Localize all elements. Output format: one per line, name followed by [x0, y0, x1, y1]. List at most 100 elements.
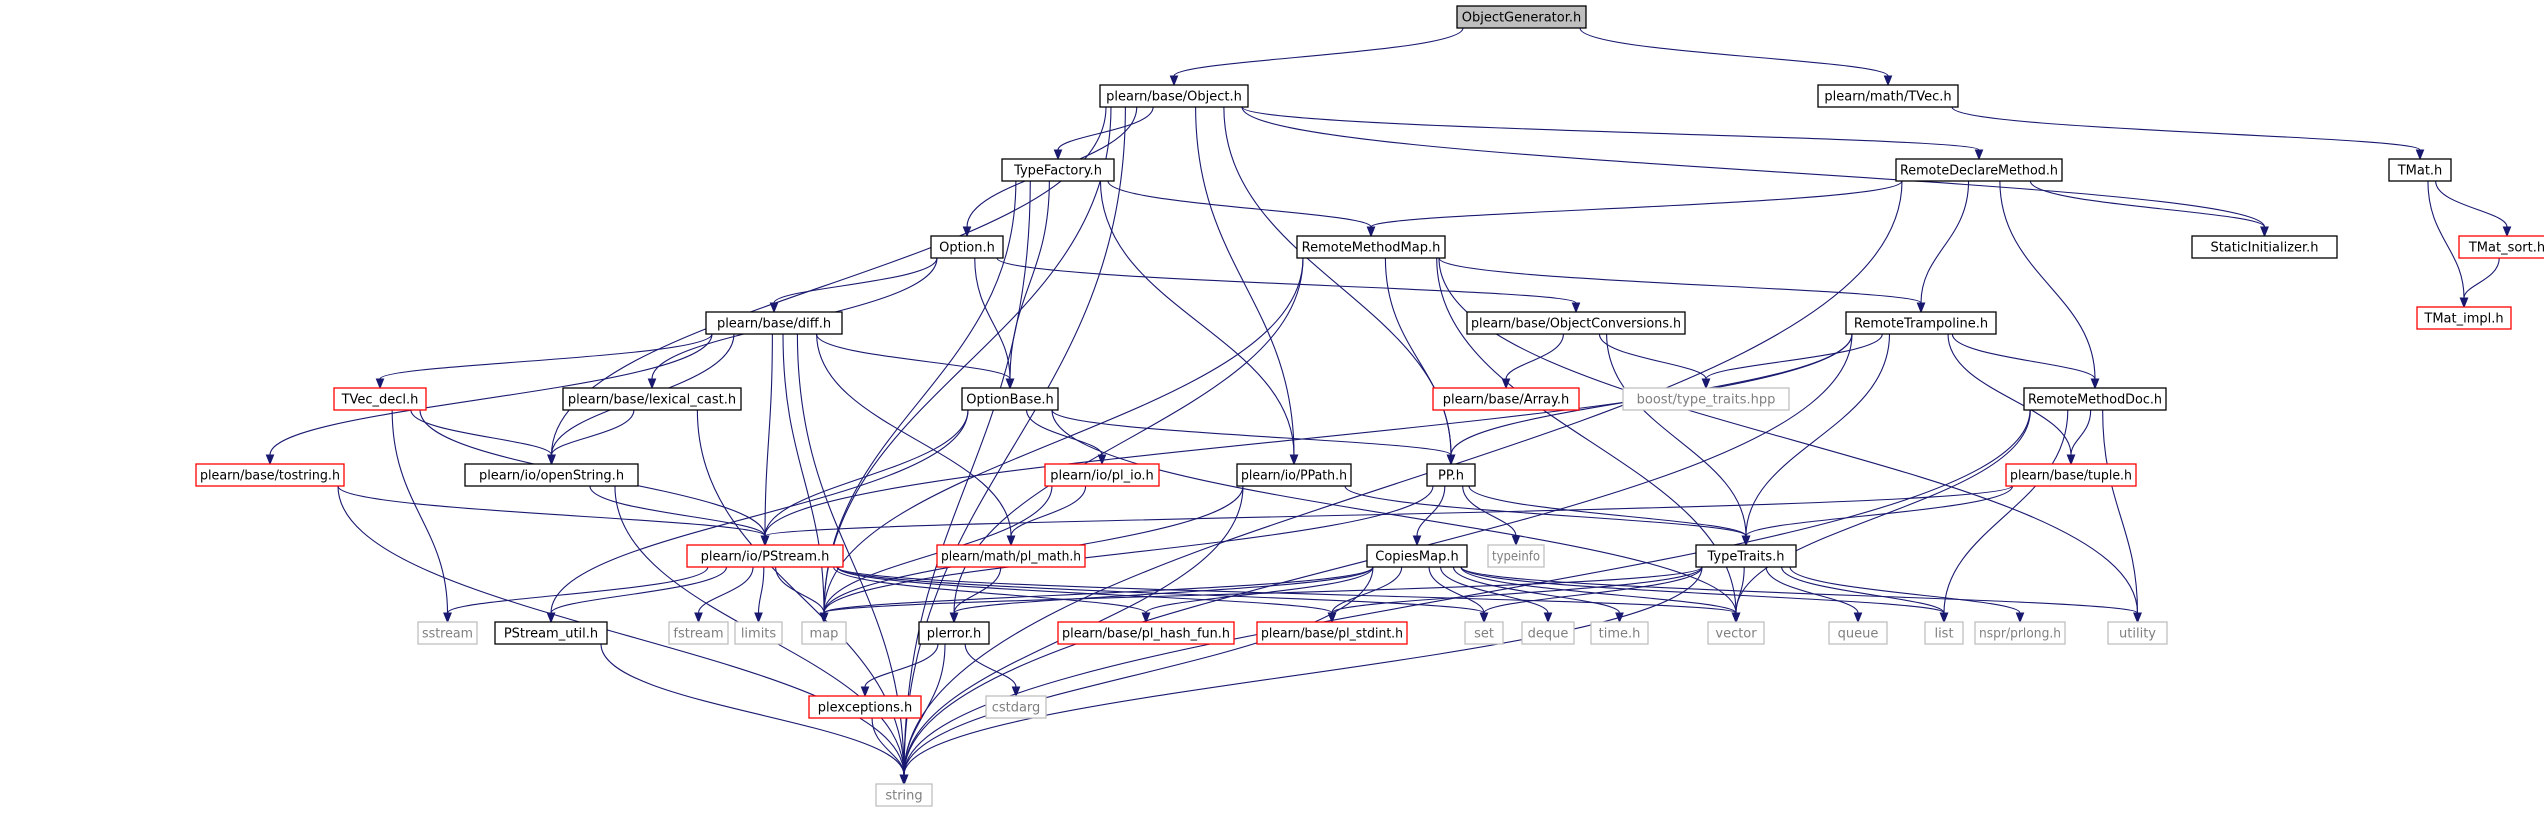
node-TVec[interactable]: plearn/math/TVec.h [1817, 84, 1959, 108]
node-label: queue [1838, 627, 1879, 642]
node-lexical_cast[interactable]: plearn/base/lexical_cast.h [562, 387, 742, 411]
edge-line [1789, 566, 2021, 614]
node-box [808, 695, 922, 719]
edge-arrowhead [949, 612, 959, 624]
edge-line [1765, 566, 1859, 614]
edge-TypeFactory-to-RemoteMethodMap [1107, 180, 1376, 238]
edge-RemoteMethodDoc-to-utility [2102, 409, 2142, 624]
node-label: plearn/base/diff.h [717, 317, 831, 332]
edge-arrowhead [2133, 612, 2142, 624]
node-label: plearn/math/pl_math.h [941, 550, 1081, 565]
edge-line [815, 333, 1011, 380]
edge-pl_io-to-pl_math [1006, 485, 1087, 547]
node-TypeTraits[interactable]: TypeTraits.h [1695, 544, 1797, 568]
edge-arrowhead [760, 535, 770, 547]
edge-line [446, 566, 709, 614]
node-TMat_sort[interactable]: TMat_sort.h [2458, 235, 2544, 259]
edge-line [1223, 106, 1452, 456]
edge-line [1009, 180, 1050, 380]
edge-Object-to-PPath [1195, 106, 1299, 466]
node-PStream_util[interactable]: PStream_util.h [494, 621, 608, 645]
edge-line [589, 485, 766, 537]
node-OptionBase[interactable]: OptionBase.h [961, 387, 1059, 411]
edge-line [1057, 106, 1154, 151]
node-label: set [1474, 627, 1494, 642]
edge-arrowhead [2459, 297, 2469, 309]
edge-line [391, 409, 449, 614]
edge-arrowhead [1883, 75, 1893, 87]
node-pl_stdint[interactable]: plearn/base/pl_stdint.h [1256, 621, 1408, 645]
edge-line [836, 566, 1737, 614]
node-utility: utility [2107, 621, 2168, 645]
edge-line [1241, 106, 2266, 228]
edge-arrowhead [1853, 612, 1863, 624]
node-ObjectGenerator[interactable]: ObjectGenerator.h [1456, 5, 1587, 29]
node-label: PP.h [1438, 469, 1464, 484]
edge-line [823, 180, 1017, 614]
edge-Object-to-StaticInitializer [1241, 106, 2269, 238]
node-TypeFactory[interactable]: TypeFactory.h [1001, 158, 1115, 182]
edge-line [1505, 333, 1564, 380]
node-layer: ObjectGenerator.h plearn/base/Object.h ple… [195, 5, 2544, 807]
edge-CopiesMap-to-set [1428, 566, 1489, 624]
node-PStream[interactable]: plearn/io/PStream.h [686, 544, 844, 568]
edge-line [1781, 566, 1945, 614]
node-box [918, 621, 990, 645]
edge-PStream-to-vector [836, 566, 1741, 624]
node-box [1695, 544, 1797, 568]
node-TVec_decl[interactable]: TVec_decl.h [333, 387, 427, 411]
node-PP[interactable]: PP.h [1426, 463, 1476, 487]
node-RemoteMethodDoc[interactable]: RemoteMethodDoc.h [2023, 387, 2167, 411]
node-vector: vector [1707, 621, 1765, 645]
edge-RemoteDeclareMethod-to-StaticInitializer [2029, 180, 2269, 238]
node-box [985, 695, 1047, 719]
edge-line [816, 333, 1012, 537]
node-label: plearn/math/TVec.h [1824, 90, 1951, 105]
node-Array[interactable]: plearn/base/Array.h [1432, 387, 1580, 411]
edge-line [773, 257, 938, 304]
edge-TypeTraits-to-string [899, 566, 1703, 786]
edge-line [1428, 566, 1485, 614]
node-CopiesMap[interactable]: CopiesMap.h [1366, 544, 1468, 568]
edge-line [1951, 106, 2421, 151]
edge-arrowhead [1701, 378, 1711, 390]
node-map: map [801, 621, 847, 645]
node-PPath[interactable]: plearn/io/PPath.h [1236, 463, 1352, 487]
node-box [734, 621, 783, 645]
edge-line [1107, 180, 1372, 228]
node-label: plearn/base/tuple.h [2010, 469, 2132, 484]
node-tostring[interactable]: plearn/base/tostring.h [195, 463, 345, 487]
edge-line [2029, 180, 2266, 228]
node-Object[interactable]: plearn/base/Object.h [1099, 84, 1249, 108]
node-pl_math[interactable]: plearn/math/pl_math.h [936, 544, 1086, 568]
node-box [1828, 621, 1888, 645]
node-box [936, 544, 1086, 568]
edge-line [1943, 409, 2069, 614]
node-TMat[interactable]: TMat.h [2388, 158, 2452, 182]
edge-arrowhead [1097, 454, 1107, 466]
node-openString[interactable]: plearn/io/openString.h [464, 463, 639, 487]
node-tuple[interactable]: plearn/base/tuple.h [2005, 463, 2137, 487]
edge-line [550, 409, 635, 456]
node-pl_hash_fun[interactable]: plearn/base/pl_hash_fun.h [1057, 621, 1235, 645]
node-diff[interactable]: plearn/base/diff.h [705, 311, 843, 335]
node-TMat_impl[interactable]: TMat_impl.h [2416, 306, 2512, 330]
node-plexceptions[interactable]: plexceptions.h [808, 695, 922, 719]
edge-arrowhead [860, 686, 870, 698]
node-box [875, 783, 933, 807]
node-plerror[interactable]: plerror.h [918, 621, 990, 645]
node-RemoteDeclareMethod[interactable]: RemoteDeclareMethod.h [1895, 158, 2063, 182]
node-box [2416, 306, 2512, 330]
node-RemoteMethodMap[interactable]: RemoteMethodMap.h [1296, 235, 1446, 259]
node-RemoteTrampoline[interactable]: RemoteTrampoline.h [1845, 311, 1997, 335]
node-box [1366, 544, 1468, 568]
edge-ObjectGenerator-to-Object [1169, 27, 1464, 87]
node-label: cstdarg [992, 701, 1041, 716]
node-label: plearn/io/PStream.h [701, 550, 830, 565]
node-ObjectConversions[interactable]: plearn/base/ObjectConversions.h [1466, 311, 1686, 335]
node-pl_io[interactable]: plearn/io/pl_io.h [1044, 463, 1160, 487]
node-StaticInitializer[interactable]: StaticInitializer.h [2191, 235, 2338, 259]
node-box [2388, 158, 2452, 182]
node-box [1817, 84, 1959, 108]
node-Option[interactable]: Option.h [930, 235, 1004, 259]
